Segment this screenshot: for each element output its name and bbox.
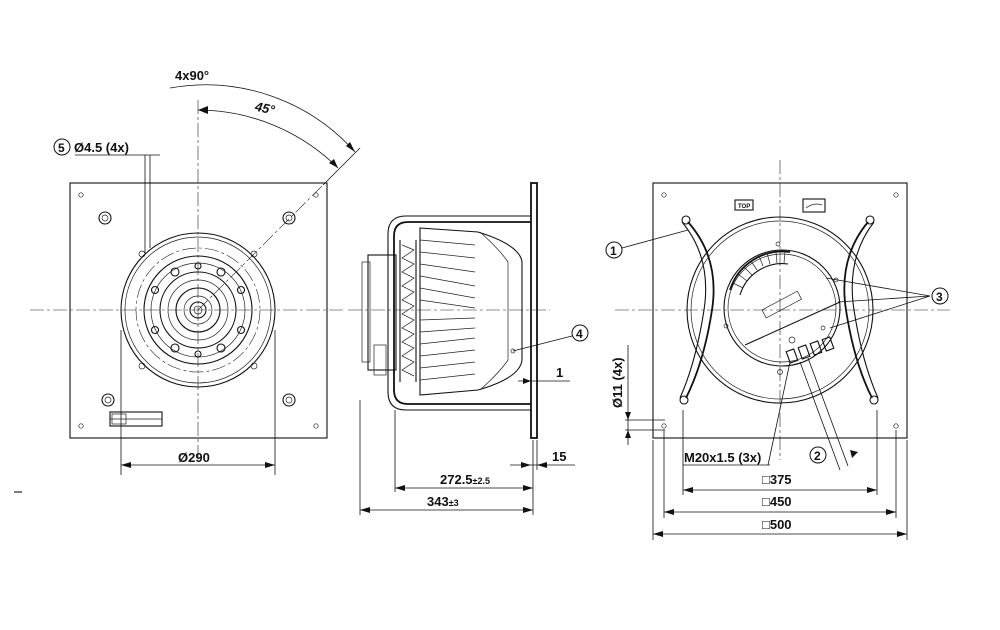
callout-2-circle — [809, 446, 827, 464]
bolt-circle — [135, 247, 261, 373]
side-plate — [530, 182, 538, 439]
top-label-box — [734, 199, 754, 211]
callout-5-circle — [53, 138, 71, 156]
inlet-ring-outer — [120, 232, 276, 388]
angle-arc-4x90 — [169, 84, 356, 153]
dim-square-500: □500 — [762, 517, 792, 532]
rear-housing-outer — [686, 216, 874, 404]
dim-hole-small: Ø4.5 (4x) — [74, 140, 129, 155]
callout-4-circle — [571, 324, 589, 342]
callout-4: 4 — [576, 327, 583, 341]
terminal-arc — [729, 250, 791, 291]
angle-arc-45 — [197, 109, 339, 169]
side-motor-housing — [367, 254, 397, 371]
cable-glands — [785, 336, 835, 364]
boss-top-left — [98, 211, 112, 225]
side-view — [348, 182, 575, 515]
guard-right — [843, 221, 873, 399]
dim-cable-gland: M20x1.5 (3x) — [684, 450, 761, 465]
boss-top-right — [282, 211, 296, 225]
callout-1-circle — [605, 241, 623, 259]
boss-bottom-right — [282, 393, 296, 407]
dim-depth-total: 343±3 — [427, 494, 459, 509]
dim-plate-thickness: 15 — [552, 449, 566, 464]
warning-symbol — [802, 198, 826, 213]
dim-rotation-total: 4x90° — [175, 68, 209, 83]
side-guard-tube — [393, 221, 531, 405]
callout-5: 5 — [58, 141, 65, 155]
front-plate — [69, 182, 328, 439]
callout-3: 3 — [936, 290, 943, 304]
top-label: TOP — [738, 204, 750, 210]
front-view — [30, 84, 361, 475]
side-impeller — [419, 227, 523, 396]
callout-1: 1 — [610, 244, 617, 258]
rear-view — [615, 160, 950, 540]
dim-circle-diameter: Ø290 — [178, 450, 210, 465]
boss-bottom-left — [101, 393, 115, 407]
callout-3-circle — [931, 287, 949, 305]
callout-2: 2 — [814, 449, 821, 463]
dim-rotation-offset: 45° — [253, 99, 277, 118]
dim-square-450: □450 — [762, 494, 792, 509]
dim-depth-inner: 272.5±2.5 — [440, 472, 490, 487]
dim-square-375: □375 — [762, 472, 792, 487]
rear-motor — [723, 249, 841, 367]
guard-left — [685, 221, 715, 399]
dim-gap: 1 — [556, 365, 563, 380]
brand-label — [761, 290, 803, 319]
dim-hole-large: Ø11 (4x) — [610, 357, 625, 408]
